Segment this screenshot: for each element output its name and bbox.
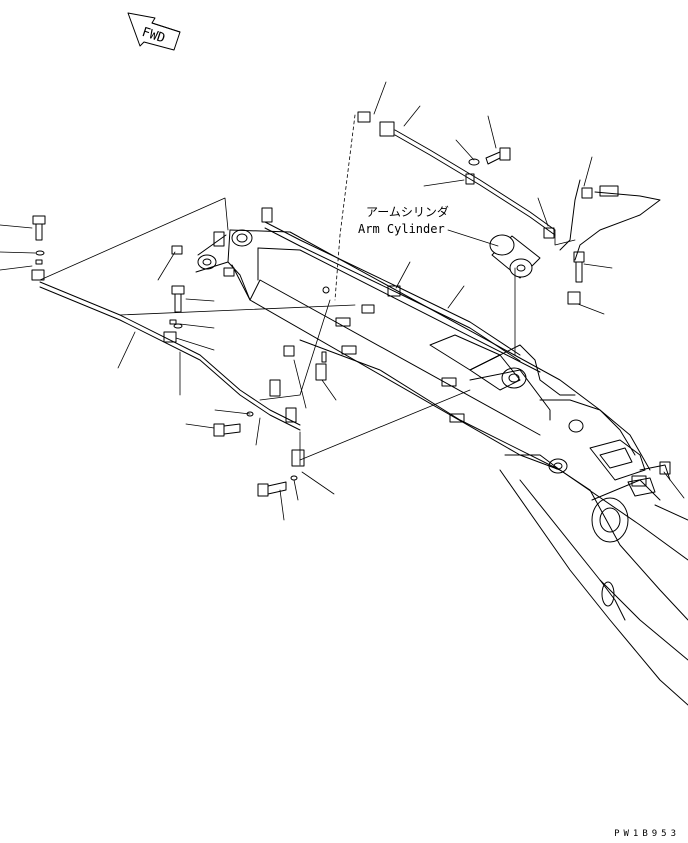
assembly-guide-lines [39,114,576,466]
fwd-label: FWD [140,25,167,47]
washer-icon [35,158,480,481]
bolt-icon [213,423,241,437]
bolt-icon [573,251,585,283]
leader-lines [0,81,685,521]
arm-cylinder-label-en: Arm Cylinder [358,222,445,236]
bolt-icon [32,215,46,241]
clamp-icon [31,173,555,467]
drawing-code: PW1B953 [614,829,680,839]
bolt-icon [171,285,185,313]
fitting-icon [315,111,671,487]
arm-cylinder-label-jp: アームシリンダ [366,204,449,219]
bolt-icon [485,147,511,165]
grease-lines [39,129,688,561]
arm-cylinder [489,234,541,279]
arm-body [195,229,688,706]
bolt-icon [257,481,287,497]
fwd-arrow-icon [127,12,181,51]
